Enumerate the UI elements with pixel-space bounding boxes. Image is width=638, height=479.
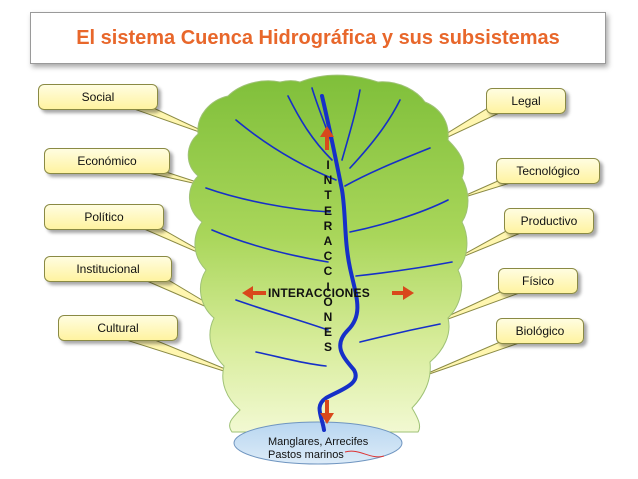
- callout-productivo: Productivo: [504, 208, 594, 234]
- inter-letter: S: [323, 340, 332, 355]
- callout-social: Social: [38, 84, 158, 110]
- title-box: El sistema Cuenca Hidrográfica y sus sub…: [30, 12, 606, 64]
- inter-letter: E: [323, 325, 332, 340]
- bottom-label: Manglares, Arrecifes Pastos marinos: [268, 436, 368, 462]
- interactions-vertical: I N T E R A C C I O N E S: [322, 158, 334, 356]
- inter-letter: N: [323, 310, 333, 325]
- watershed-shape: [187, 74, 469, 433]
- callout-cultural: Cultural: [58, 315, 178, 341]
- arrow-down-icon: [320, 400, 334, 424]
- bottom-label-line1: Manglares, Arrecifes: [268, 436, 369, 448]
- callout-legal: Legal: [486, 88, 566, 114]
- bottom-label-line2: Pastos marinos: [268, 449, 344, 461]
- callout-tecnologico: Tecnológico: [496, 158, 600, 184]
- interaction-arrows: [242, 126, 414, 424]
- inter-letter: C: [323, 264, 333, 279]
- main-river: [317, 94, 360, 432]
- pond-red-line: [344, 450, 385, 458]
- inter-letter: A: [323, 234, 333, 249]
- callout-politico: Político: [44, 204, 164, 230]
- arrow-left-icon: [242, 286, 266, 300]
- callout-institucional: Institucional: [44, 256, 172, 282]
- inter-letter: R: [323, 218, 333, 233]
- inter-letter: O: [323, 294, 333, 309]
- inter-letter: T: [324, 188, 332, 203]
- arrow-right-icon: [392, 286, 414, 300]
- page-title: El sistema Cuenca Hidrográfica y sus sub…: [76, 26, 560, 49]
- callout-economico: Económico: [44, 148, 170, 174]
- callout-fisico: Físico: [498, 268, 578, 294]
- interactions-horizontal: INTERACCIONES: [268, 286, 370, 300]
- callout-biologico: Biológico: [496, 318, 584, 344]
- arrow-up-icon: [320, 126, 334, 150]
- coastal-pond: [233, 421, 403, 465]
- inter-letter: I: [326, 279, 330, 294]
- inter-letter: C: [323, 249, 333, 264]
- inter-letter: E: [323, 203, 332, 218]
- inter-letter: N: [323, 173, 333, 188]
- inter-letter: I: [326, 158, 330, 172]
